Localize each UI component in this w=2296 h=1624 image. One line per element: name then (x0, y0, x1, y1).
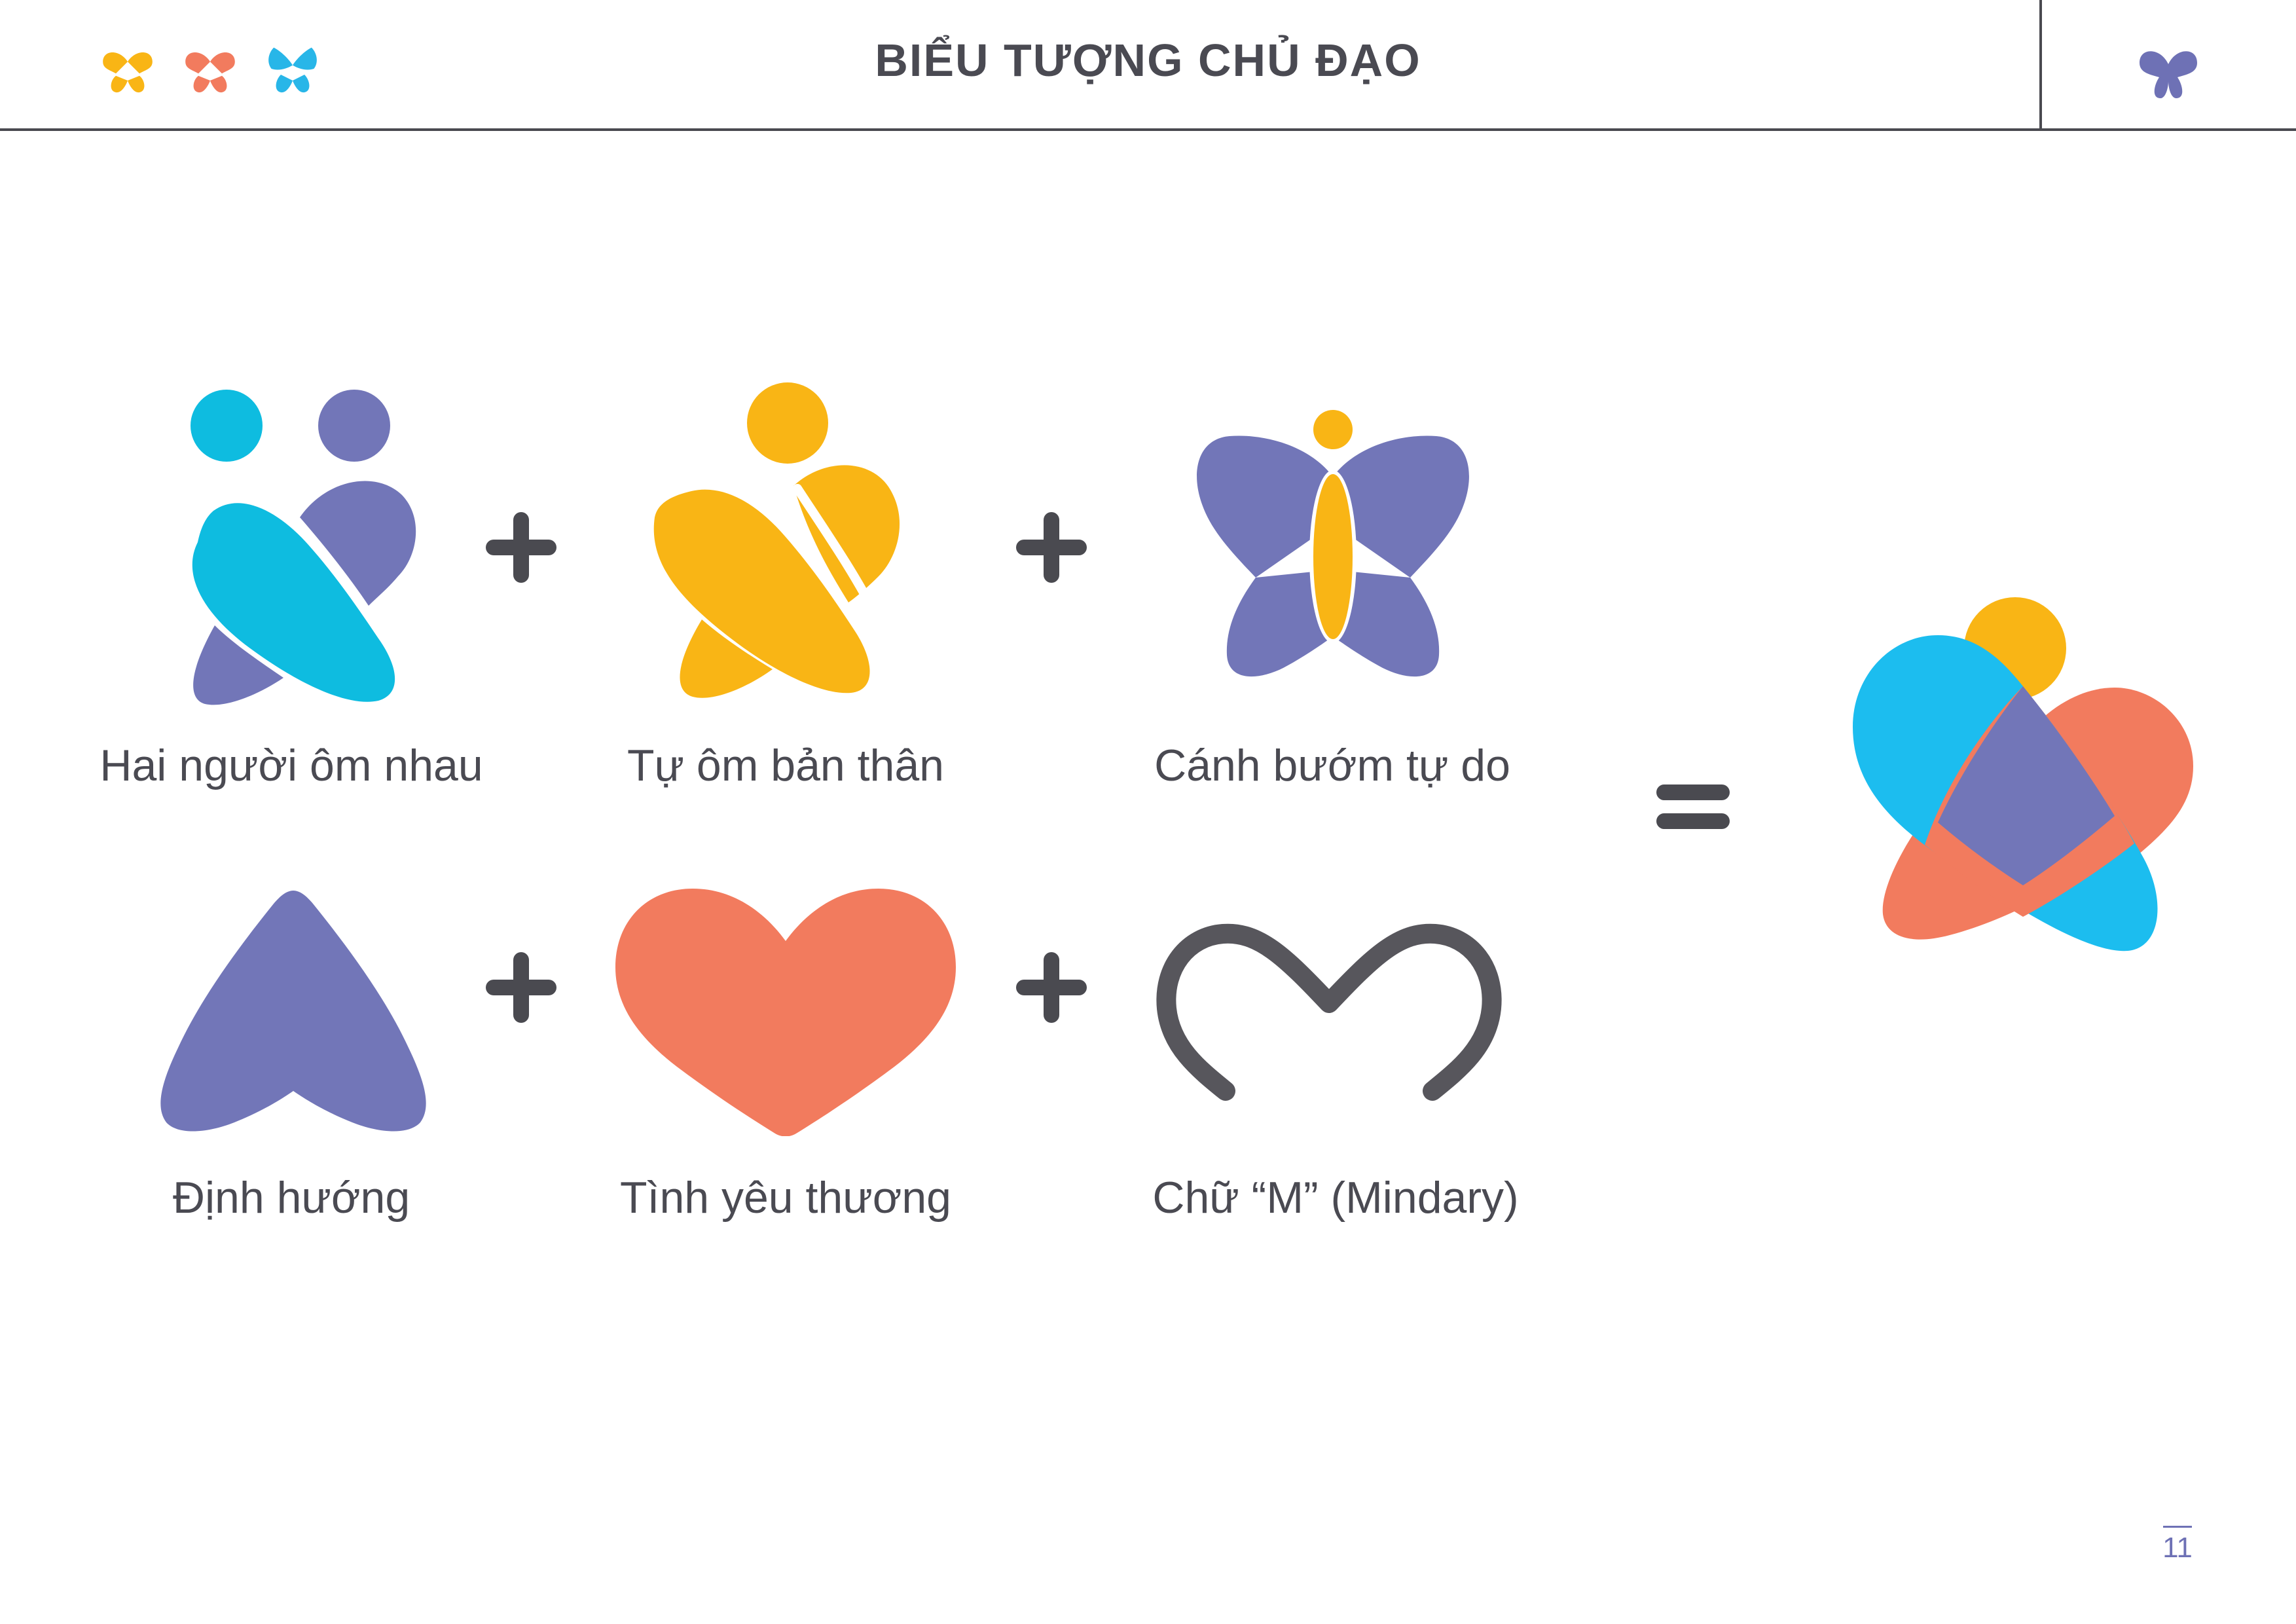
self-hug-icon (653, 382, 900, 698)
two-people-hug-icon (191, 390, 416, 705)
page-header: BIỂU TƯỢNG CHỦ ĐẠO (0, 0, 2296, 131)
mindary-logo-icon (1853, 597, 2193, 951)
heart-icon (615, 889, 956, 1136)
symbol-caption: Tình yêu thương (620, 1173, 951, 1223)
letter-m-icon (1156, 923, 1502, 1101)
direction-arrow-icon (160, 891, 426, 1132)
plus-icon (1016, 952, 1087, 1023)
plus-icon (486, 952, 556, 1023)
symbol-caption: Chữ “M” (Mindary) (1152, 1173, 1519, 1223)
mini-butterfly-yellow-icon (103, 52, 153, 93)
symbol-caption: Tự ôm bản thân (627, 741, 944, 790)
plus-icon (1016, 512, 1087, 583)
symbol-caption: Hai người ôm nhau (100, 741, 483, 790)
mini-butterfly-blue-icon (268, 47, 317, 93)
header-divider (2039, 0, 2042, 128)
free-butterfly-icon (1197, 410, 1469, 677)
plus-icon (486, 512, 556, 583)
equals-icon (1656, 784, 1730, 829)
page-title: BIỂU TƯỢNG CHỦ ĐẠO (875, 35, 1421, 86)
page-number-rule (2163, 1526, 2192, 1528)
page-number: 11 (2158, 1526, 2197, 1564)
butterfly-logo-icon (2140, 51, 2197, 98)
page-number-value: 11 (2162, 1532, 2193, 1564)
symbol-caption: Định hướng (172, 1173, 410, 1223)
symbol-caption: Cánh bướm tự do (1154, 741, 1510, 790)
mini-butterfly-coral-icon (185, 52, 235, 93)
